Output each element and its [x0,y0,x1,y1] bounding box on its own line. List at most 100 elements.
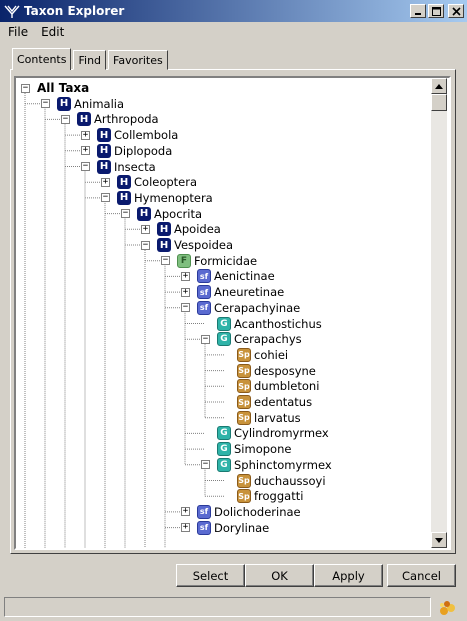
tree-node-label: Collembola [114,128,179,143]
tree-node-label: dumbletoni [254,379,320,394]
family-icon: F [177,253,191,268]
expand-icon[interactable]: + [181,286,190,297]
collapse-icon[interactable]: − [161,255,170,266]
expand-icon[interactable]: + [181,270,190,281]
genus-icon: G [217,442,231,457]
tree-node-label: Apocrita [154,206,203,221]
tree-node-label: Aneuretinae [214,285,285,300]
species-icon: Sp [237,363,251,378]
tab-favorites[interactable]: Favorites [108,50,168,70]
collapse-icon[interactable]: − [41,98,50,109]
expand-icon[interactable]: + [181,506,190,517]
close-icon[interactable] [448,4,464,18]
expand-icon[interactable]: + [101,176,110,187]
title-bar[interactable]: Taxon Explorer [0,0,467,22]
tab-find[interactable]: Find [73,50,107,70]
higher-taxon-icon: H [157,222,171,237]
collapse-icon[interactable]: − [141,239,150,250]
scroll-up-icon[interactable] [431,78,447,94]
species-icon: Sp [237,410,251,425]
vertical-scrollbar[interactable] [431,78,447,548]
cancel-button[interactable]: Cancel [387,564,456,587]
apply-button[interactable]: Apply [314,564,383,587]
higher-taxon-icon: H [137,206,151,221]
maximize-icon[interactable] [428,4,444,18]
tree-node-label: Aenictinae [214,269,275,284]
tree-node-label: Hymenoptera [134,190,213,205]
tree-node-label: Cerapachys [234,332,302,347]
tree-node-label: Vespoidea [174,238,233,252]
genus-icon: G [217,426,231,441]
status-bar [4,597,431,617]
higher-taxon-icon: H [97,159,111,174]
expand-icon[interactable]: + [141,223,150,234]
expand-icon[interactable]: + [181,522,190,533]
tree-node-label: Animalia [74,96,125,111]
collapse-icon[interactable]: − [61,113,70,124]
minimize-icon[interactable] [410,4,426,18]
species-icon: Sp [237,489,251,504]
expand-icon[interactable]: + [81,129,90,140]
tree-node-label: Simopone [234,442,292,457]
collapse-icon[interactable]: − [81,161,90,171]
tree-node-label: Coleoptera [134,175,198,190]
tree-node-label: cohiei [254,347,289,362]
species-icon: Sp [237,379,251,394]
higher-taxon-icon: H [117,190,131,205]
scroll-down-icon[interactable] [431,532,447,548]
tree-node-label: Insecta [114,159,156,174]
expand-icon[interactable]: + [81,145,90,156]
collapse-icon[interactable]: − [201,459,210,470]
scrollbar-thumb[interactable] [431,94,447,111]
subfamily-icon: sf [197,285,211,300]
collapse-icon[interactable]: − [101,192,110,203]
tree-node-label: Sphinctomyrmex [234,457,332,472]
genus-icon: G [217,316,231,331]
collapse-icon[interactable]: − [181,302,190,313]
tree-root[interactable]: −All Taxa [21,80,89,96]
ok-button[interactable]: OK [245,564,314,587]
tree-node-label: Apoidea [174,222,221,237]
higher-taxon-icon: H [97,128,111,143]
ant-colony-icon [440,601,455,615]
collapse-icon[interactable]: − [121,208,130,219]
subfamily-icon: sf [197,520,211,535]
menu-file[interactable]: File [8,25,29,39]
collapse-icon[interactable]: − [21,82,30,93]
menu-edit[interactable]: Edit [41,25,65,39]
tree-node-label: Dorylinae [214,520,270,535]
tab-contents[interactable]: Contents [12,48,72,70]
species-icon: Sp [237,473,251,488]
collapse-icon[interactable]: − [201,333,210,344]
select-button[interactable]: Select [176,564,245,587]
